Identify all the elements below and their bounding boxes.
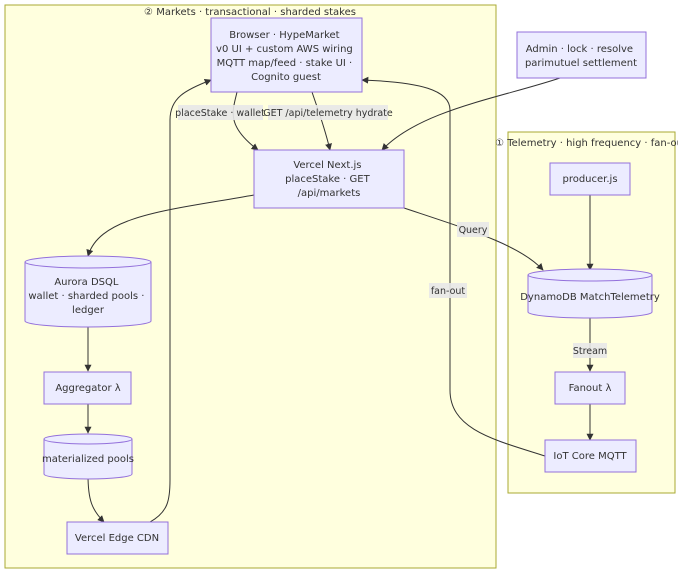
edge-label-place-stake: placeStake · wallet <box>175 105 265 120</box>
edges <box>84 76 594 523</box>
cluster-telemetry-title: ① Telemetry · high frequency · fan-out <box>495 138 678 149</box>
node-dynamodb: DynamoDB MatchTelemetry <box>520 268 660 319</box>
edge-label-get-telemetry-text: GET /api/telemetry hydrate <box>263 108 393 119</box>
node-iot-label: IoT Core MQTT <box>553 451 627 462</box>
node-materialized-label: materialized pools <box>42 454 134 465</box>
node-vercel-next: Vercel Next.js placeStake · GET /api/mar… <box>253 149 405 209</box>
node-fanout: Fanout λ <box>554 371 626 405</box>
edge-label-query: Query <box>457 222 489 237</box>
edge-label-fan-out: fan-out <box>429 283 467 298</box>
node-edge-cdn: Vercel Edge CDN <box>66 521 169 555</box>
node-iot: IoT Core MQTT <box>544 439 637 473</box>
node-producer-label: producer.js <box>562 174 617 185</box>
edge-label-query-text: Query <box>459 225 488 236</box>
node-aggregator-label: Aggregator λ <box>55 383 120 394</box>
edge-label-get-telemetry: GET /api/telemetry hydrate <box>263 105 393 120</box>
node-producer: producer.js <box>549 162 631 196</box>
edge-label-stream-text: Stream <box>573 346 607 357</box>
node-aurora-label: Aurora DSQL wallet · sharded pools · led… <box>28 277 147 316</box>
node-browser: Browser · HypeMarket v0 UI + custom AWS … <box>210 17 363 93</box>
edge-label-stream: Stream <box>573 343 607 358</box>
edge-iot-to-browser <box>361 76 546 457</box>
node-materialized: materialized pools <box>42 433 134 480</box>
node-admin-label: Admin · lock · resolve parimutuel settle… <box>525 44 637 69</box>
edge-materialized-to-edge-cdn <box>87 474 105 523</box>
edge-label-place-stake-text: placeStake · wallet <box>175 108 265 119</box>
edge-vercel-to-aurora <box>86 194 255 257</box>
edge-label-fan-out-text: fan-out <box>431 286 466 297</box>
edge-edge-cdn-to-browser <box>149 78 212 523</box>
cluster-markets-title: ② Markets · transactional · sharded stak… <box>144 7 356 18</box>
node-dynamodb-label: DynamoDB MatchTelemetry <box>520 292 660 303</box>
node-admin: Admin · lock · resolve parimutuel settle… <box>516 31 647 79</box>
node-fanout-label: Fanout λ <box>569 383 612 394</box>
node-edge-cdn-label: Vercel Edge CDN <box>75 533 159 544</box>
edge-admin-to-vercel <box>381 77 561 151</box>
edge-vercel-to-dynamodb <box>403 207 544 271</box>
node-aggregator: Aggregator λ <box>43 371 132 405</box>
node-browser-label: Browser · HypeMarket v0 UI + custom AWS … <box>216 30 356 83</box>
node-vercel-next-label: Vercel Next.js placeStake · GET /api/mar… <box>285 160 373 199</box>
node-aurora: Aurora DSQL wallet · sharded pools · led… <box>24 255 152 328</box>
